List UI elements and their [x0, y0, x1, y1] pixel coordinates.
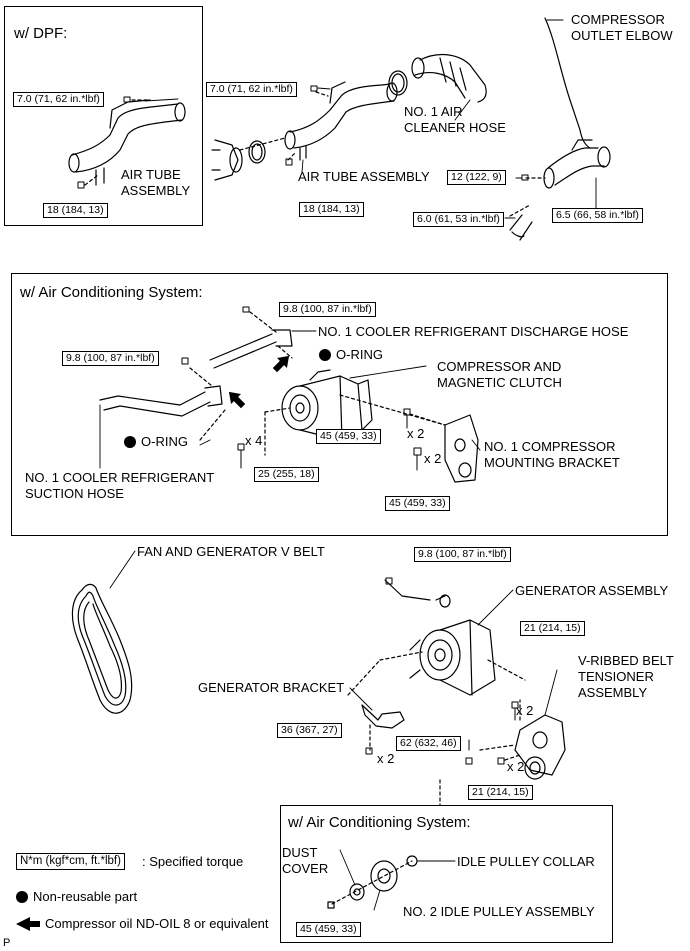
legend-dot	[16, 891, 28, 903]
discharge-hose-drawing	[209, 311, 293, 369]
dpf-bolt-bottom	[77, 181, 85, 189]
gen-x2a: x 2	[516, 703, 534, 718]
footer-code: P	[3, 937, 11, 949]
ac-idle-box	[280, 805, 613, 943]
tensioner-drawing	[439, 699, 566, 806]
elbow-torque-right: 6.5 (66, 58 in.*lbf)	[552, 208, 643, 223]
legend-arrow	[16, 917, 40, 931]
tensioner-label: V-RIBBED BELT TENSIONER ASSEMBLY	[578, 653, 674, 700]
idle-pulley-collar-label: IDLE PULLEY COLLAR	[457, 854, 595, 869]
generator-assembly-label: GENERATOR ASSEMBLY	[515, 583, 669, 598]
legend-oil-text: Compressor oil ND-OIL 8 or equivalent	[45, 916, 269, 931]
ac-x4: x 4	[245, 433, 263, 448]
compressor-outlet-elbow-drawing	[509, 17, 611, 241]
suction-hose-drawing	[99, 367, 226, 441]
ac-box	[11, 273, 668, 536]
legend-torque-box: N*m (kgf*cm, ft.*lbf)	[16, 853, 125, 870]
elbow-torque-bottom: 6.0 (61, 53 in.*lbf)	[413, 212, 504, 227]
idle-pulley-drawing	[327, 855, 418, 909]
intake-torque-bottom: 18 (184, 13)	[299, 202, 364, 217]
ac-torque-25: 25 (255, 18)	[254, 467, 319, 482]
idle-pulley-assembly-label: NO. 2 IDLE PULLEY ASSEMBLY	[403, 904, 595, 919]
dpf-bolt-top	[123, 96, 131, 103]
air-tube-assembly-label: AIR TUBE ASSEMBLY	[298, 169, 430, 184]
ac2-torque-45: 45 (459, 33)	[296, 922, 361, 937]
dpf-torque-bottom: 18 (184, 13)	[43, 203, 108, 218]
air-cleaner-hose-drawing	[388, 53, 487, 103]
legend-nonreusable-text: Non-reusable part	[33, 889, 138, 904]
gen-torque-21a: 21 (214, 15)	[520, 621, 585, 636]
air-cleaner-hose-label: NO. 1 AIR CLEANER HOSE	[404, 104, 506, 135]
ac-x2a: x 2	[407, 426, 425, 441]
ac2-title: w/ Air Conditioning System:	[288, 814, 471, 831]
dpf-air-tube-label: AIR TUBE ASSEMBLY	[121, 167, 191, 198]
ac-torque-45b: 45 (459, 33)	[385, 496, 450, 511]
ac-title: w/ Air Conditioning System:	[20, 284, 203, 301]
compressor-bracket-label: NO. 1 COMPRESSOR MOUNTING BRACKET	[484, 439, 620, 470]
ac-bolts	[181, 306, 422, 471]
gen-torque-21b: 21 (214, 15)	[468, 785, 533, 800]
air-tube-assembly-drawing	[239, 81, 398, 164]
oring-dot-1	[319, 349, 331, 361]
intake-torque-left: 7.0 (71, 62 in.*lbf)	[206, 82, 297, 97]
gen-x2c: x 2	[507, 759, 525, 774]
oil-arrow-1	[272, 355, 290, 373]
oring-label-1: O-RING	[336, 347, 383, 362]
dpf-torque-top: 7.0 (71, 62 in.*lbf)	[13, 92, 104, 107]
oring-dot-2	[124, 436, 136, 448]
discharge-hose-label: NO. 1 COOLER REFRIGERANT DISCHARGE HOSE	[318, 324, 629, 339]
dpf-air-tube-drawing	[68, 99, 186, 186]
compressor-label: COMPRESSOR AND MAGNETIC CLUTCH	[437, 359, 562, 390]
dust-cover-label: DUST COVER	[282, 845, 329, 876]
gen-torque-36: 36 (367, 27)	[277, 723, 342, 738]
gen-x2b: x 2	[377, 751, 395, 766]
gen-torque-62: 62 (632, 46)	[396, 736, 461, 751]
dpf-title: w/ DPF:	[14, 25, 68, 42]
generator-bracket-label: GENERATOR BRACKET	[198, 680, 345, 695]
ac-torque-left: 9.8 (100, 87 in.*lbf)	[62, 351, 159, 366]
leader-lines	[99, 19, 597, 911]
generator-bolts	[365, 577, 519, 765]
dpf-box	[4, 6, 203, 226]
suction-hose-label: NO. 1 COOLER REFRIGERANT SUCTION HOSE	[25, 470, 215, 501]
oring-label-2: O-RING	[141, 434, 188, 449]
turbo-inlet-drawing	[211, 139, 243, 181]
generator-drawing	[347, 579, 526, 696]
compressor-outlet-elbow-label: COMPRESSOR OUTLET ELBOW	[571, 12, 673, 43]
fan-belt-label: FAN AND GENERATOR V BELT	[137, 544, 325, 559]
gen-torque-top: 9.8 (100, 87 in.*lbf)	[414, 547, 511, 562]
legend-torque-text: : Specified torque	[142, 854, 244, 869]
fan-belt-drawing	[71, 583, 133, 714]
oil-arrow-2	[228, 391, 246, 409]
ac-x2b: x 2	[424, 451, 442, 466]
generator-bracket-drawing	[361, 704, 405, 751]
compressor-bracket-drawing	[264, 394, 479, 483]
elbow-torque: 12 (122, 9)	[447, 170, 506, 185]
ac-torque-top: 9.8 (100, 87 in.*lbf)	[279, 302, 376, 317]
ac-torque-45a: 45 (459, 33)	[316, 429, 381, 444]
